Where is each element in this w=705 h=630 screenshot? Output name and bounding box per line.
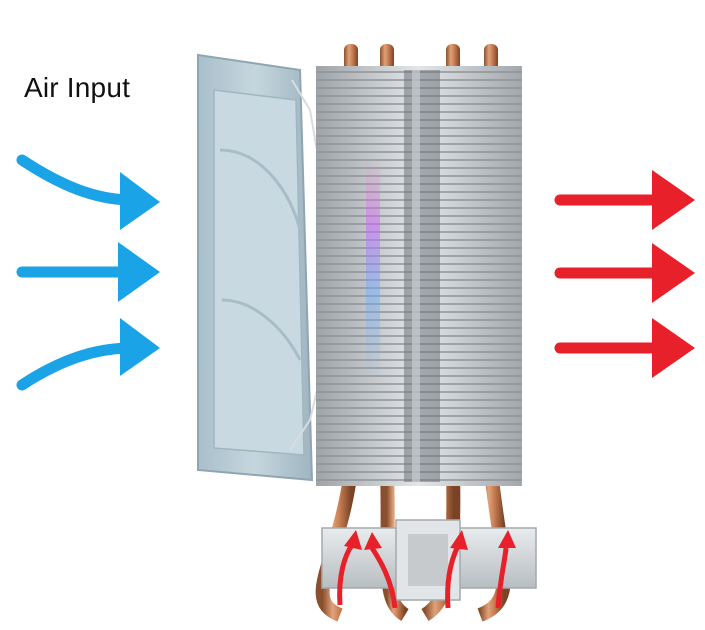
arrow-up-curved-icon [364,532,398,609]
arrow-right-icon [554,170,695,230]
air-input-label: Air Input [24,72,131,103]
air-input-arrows [16,154,160,391]
arrow-up-curved-icon [445,530,468,609]
arrow-right-icon [16,154,160,230]
arrow-right-icon [554,243,695,303]
heat-up-arrows [337,530,516,609]
arrow-up-curved-icon [495,530,516,609]
arrow-right-icon [16,242,160,302]
heatsink-fins [316,66,522,486]
arrow-up-curved-icon [337,530,362,606]
arrow-right-icon [16,318,160,391]
air-output-arrows [554,170,695,378]
arrow-right-icon [554,318,695,378]
